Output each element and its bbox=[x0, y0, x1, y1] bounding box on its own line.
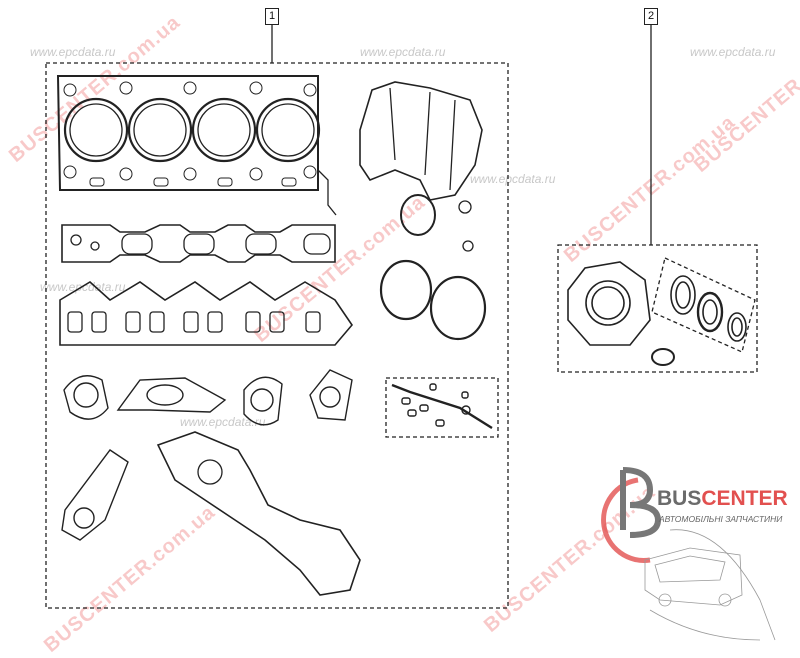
seal-washer bbox=[462, 240, 474, 252]
logo-subtitle: АВТОМОБІЛЬНІ ЗАПЧАСТИНИ bbox=[659, 514, 783, 524]
rear-crank-seal-housing bbox=[567, 261, 651, 346]
exhaust-manifold-gasket bbox=[59, 281, 354, 346]
buscenter-logo-mark bbox=[601, 467, 662, 563]
o-ring-small bbox=[651, 348, 675, 366]
callout-2[interactable]: 2 bbox=[644, 8, 658, 25]
o-ring bbox=[400, 194, 436, 236]
shield-hole bbox=[197, 459, 223, 485]
crank-seals bbox=[670, 275, 747, 342]
minibus-illustration bbox=[644, 529, 776, 641]
logo-bus: BUS bbox=[657, 487, 702, 510]
o-ring bbox=[379, 259, 433, 321]
egr-gaskets bbox=[61, 369, 353, 541]
seal-washer bbox=[458, 200, 472, 214]
watermark-site: www.epcdata.ru bbox=[30, 45, 116, 59]
logo-wordmark: BUSCENTER bbox=[657, 487, 788, 511]
watermark-site: www.epcdata.ru bbox=[180, 415, 266, 429]
o-ring bbox=[429, 275, 487, 341]
kit-2-box bbox=[557, 244, 758, 373]
watermark-site: www.epcdata.ru bbox=[470, 172, 556, 186]
heat-shield-exhaust bbox=[156, 431, 361, 596]
cylinder-head-gasket bbox=[56, 75, 337, 216]
small-parts bbox=[391, 383, 493, 430]
watermark-site: www.epcdata.ru bbox=[360, 45, 446, 59]
watermark-site: www.epcdata.ru bbox=[690, 45, 776, 59]
seal-set-box bbox=[651, 257, 756, 353]
logo-center: CENTER bbox=[701, 487, 788, 510]
kit-1-box bbox=[45, 62, 509, 609]
intake-manifold-gasket bbox=[61, 224, 336, 263]
heat-shield-turbo bbox=[359, 81, 483, 201]
callout-1[interactable]: 1 bbox=[265, 8, 279, 25]
small-parts-box bbox=[385, 377, 499, 438]
